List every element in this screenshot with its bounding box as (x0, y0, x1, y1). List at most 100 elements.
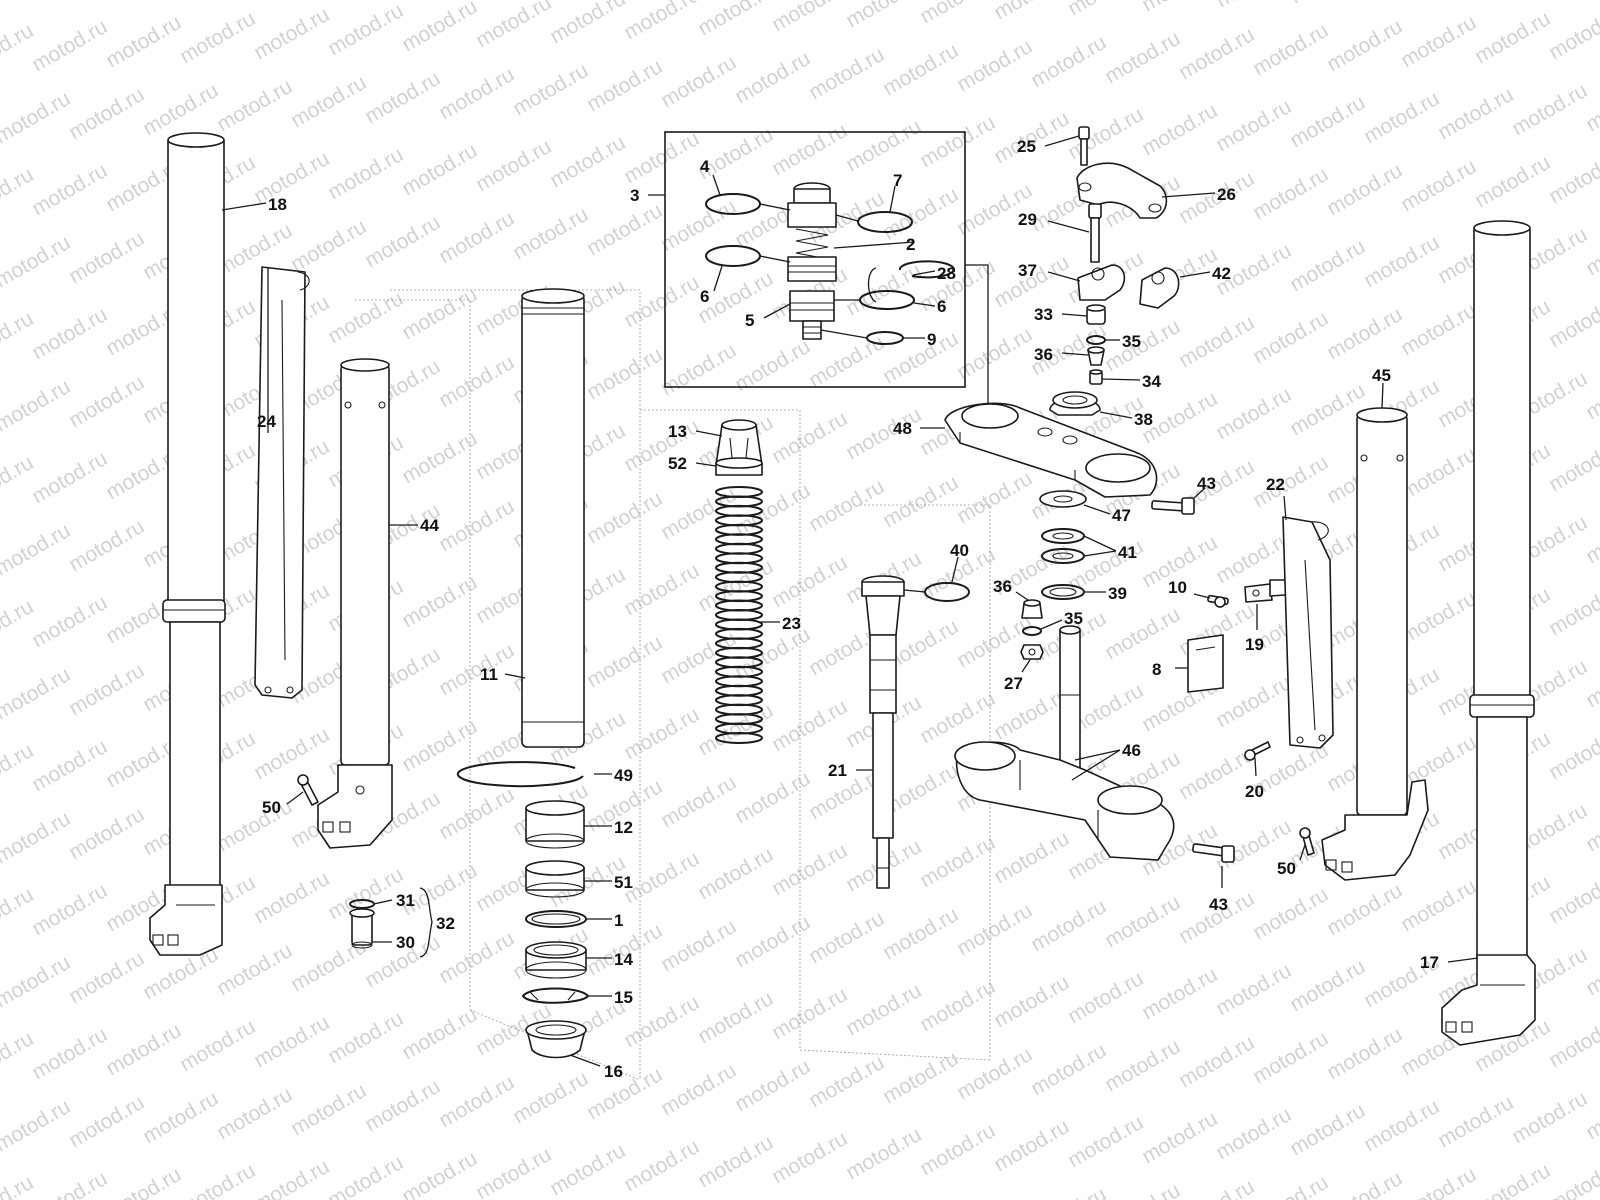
part-15-retaining-clip (521, 987, 590, 1004)
watermark-text: motod.ru (1582, 795, 1600, 856)
watermark-text: motod.ru (65, 371, 148, 432)
watermark-text: motod.ru (916, 1119, 999, 1180)
watermark-text: motod.ru (139, 79, 222, 140)
callout-43-upper: 43 (1197, 474, 1216, 493)
watermark-text: motod.ru (65, 803, 148, 864)
part-36-bushing-top (1087, 346, 1105, 366)
part-24-fork-guard (254, 266, 310, 699)
watermark-text: motod.ru (0, 1171, 37, 1200)
callout-38: 38 (1134, 410, 1153, 429)
watermark-text: motod.ru (916, 111, 999, 172)
callout-35-top: 35 (1122, 332, 1141, 351)
watermark-text: motod.ru (731, 911, 814, 972)
callout-9: 9 (927, 330, 936, 349)
callout-33: 33 (1034, 305, 1053, 324)
watermark-text: motod.ru (213, 1083, 296, 1144)
callout-31: 31 (396, 891, 415, 910)
watermark-text: motod.ru (953, 899, 1036, 960)
watermark-text: motod.ru (731, 623, 814, 684)
watermark-text: motod.ru (842, 115, 925, 176)
watermark-text: motod.ru (1471, 1159, 1554, 1200)
callout-2: 2 (906, 235, 915, 254)
watermark-text: motod.ru (1323, 879, 1406, 940)
watermark-text: motod.ru (0, 1027, 37, 1088)
watermark-text: motod.ru (1175, 1175, 1258, 1200)
watermark-text: motod.ru (620, 703, 703, 764)
part-16-dust-seal (525, 1020, 587, 1059)
part-27-nut (1020, 644, 1044, 660)
watermark-text: motod.ru (1138, 963, 1221, 1024)
watermark-text: motod.ru (916, 831, 999, 892)
watermark-text: motod.ru (1027, 895, 1110, 956)
watermark-text: motod.ru (65, 515, 148, 576)
watermark-text: motod.ru (657, 51, 740, 112)
callout-22: 22 (1266, 475, 1285, 494)
part-18-outer-fork-leg (149, 132, 226, 956)
watermark-text: motod.ru (361, 67, 444, 128)
watermark-text: motod.ru (65, 227, 148, 288)
watermark-text: motod.ru (0, 163, 37, 224)
part-30-valve-body (349, 908, 375, 949)
callout-26: 26 (1217, 185, 1236, 204)
watermark-text: motod.ru (546, 131, 629, 192)
watermark-text: motod.ru (1397, 299, 1480, 360)
watermark-text: motod.ru (509, 203, 592, 264)
watermark-text: motod.ru (1323, 159, 1406, 220)
watermark-text: motod.ru (1212, 1103, 1295, 1164)
callout-16: 16 (604, 1062, 623, 1081)
callout-30: 30 (396, 933, 415, 952)
watermark-text: motod.ru (1027, 1183, 1110, 1200)
callout-32: 32 (436, 914, 455, 933)
watermark-text: motod.ru (398, 1003, 481, 1064)
watermark-text: motod.ru (1360, 1095, 1443, 1156)
watermark-text: motod.ru (324, 1007, 407, 1068)
part-1-washer (525, 910, 587, 928)
part-51-lower-bushing (525, 860, 585, 898)
watermark-text: motod.ru (1286, 91, 1369, 152)
watermark-text: motod.ru (620, 1135, 703, 1196)
callout-39: 39 (1108, 584, 1127, 603)
watermark-text: motod.ru (435, 63, 518, 124)
watermark-text: motod.ru (1360, 231, 1443, 292)
part-43-clamp-bolt-upper (1151, 497, 1195, 515)
watermark-text: motod.ru (1323, 1023, 1406, 1084)
watermark-text: motod.ru (731, 47, 814, 108)
watermark-text: motod.ru (842, 259, 925, 320)
watermark-text: motod.ru (28, 591, 111, 652)
part-20-bolt (1244, 741, 1271, 761)
watermark-text: motod.ru (324, 0, 407, 60)
watermark-text: motod.ru (583, 55, 666, 116)
watermark-text: motod.ru (0, 451, 37, 512)
watermark-text: motod.ru (805, 331, 888, 392)
watermark-text: motod.ru (1397, 155, 1480, 216)
watermark-text: motod.ru (1397, 875, 1480, 936)
watermark-text: motod.ru (1471, 151, 1554, 212)
brace-32 (419, 887, 433, 958)
watermark-text: motod.ru (1582, 75, 1600, 136)
part-25-bolt (1078, 126, 1090, 166)
watermark-text: motod.ru (1212, 0, 1295, 12)
watermark-text: motod.ru (620, 271, 703, 332)
watermark-text: motod.ru (28, 447, 111, 508)
watermark-text: motod.ru (1249, 163, 1332, 224)
watermark-text: motod.ru (990, 1115, 1073, 1176)
brace-28-6 (867, 267, 877, 303)
callout-20: 20 (1245, 782, 1264, 801)
part-33-rubber-damper (1086, 304, 1106, 325)
watermark-text: motod.ru (28, 159, 111, 220)
watermark-text: motod.ru (1212, 671, 1295, 732)
callout-40: 40 (950, 541, 969, 560)
watermark-text: motod.ru (398, 859, 481, 920)
watermark-text: motod.ru (583, 343, 666, 404)
watermark-text: motod.ru (990, 971, 1073, 1032)
watermark-text: motod.ru (1101, 1035, 1184, 1096)
callout-47: 47 (1112, 506, 1131, 525)
watermark-text: motod.ru (102, 1163, 185, 1200)
part-42-handlebar-clamp-lower (1139, 267, 1180, 309)
callout-8: 8 (1152, 660, 1161, 679)
watermark-text: motod.ru (879, 39, 962, 100)
watermark-text: motod.ru (287, 1079, 370, 1140)
callout-44: 44 (420, 516, 439, 535)
watermark-text: motod.ru (1397, 443, 1480, 504)
callout-51: 51 (614, 873, 633, 892)
